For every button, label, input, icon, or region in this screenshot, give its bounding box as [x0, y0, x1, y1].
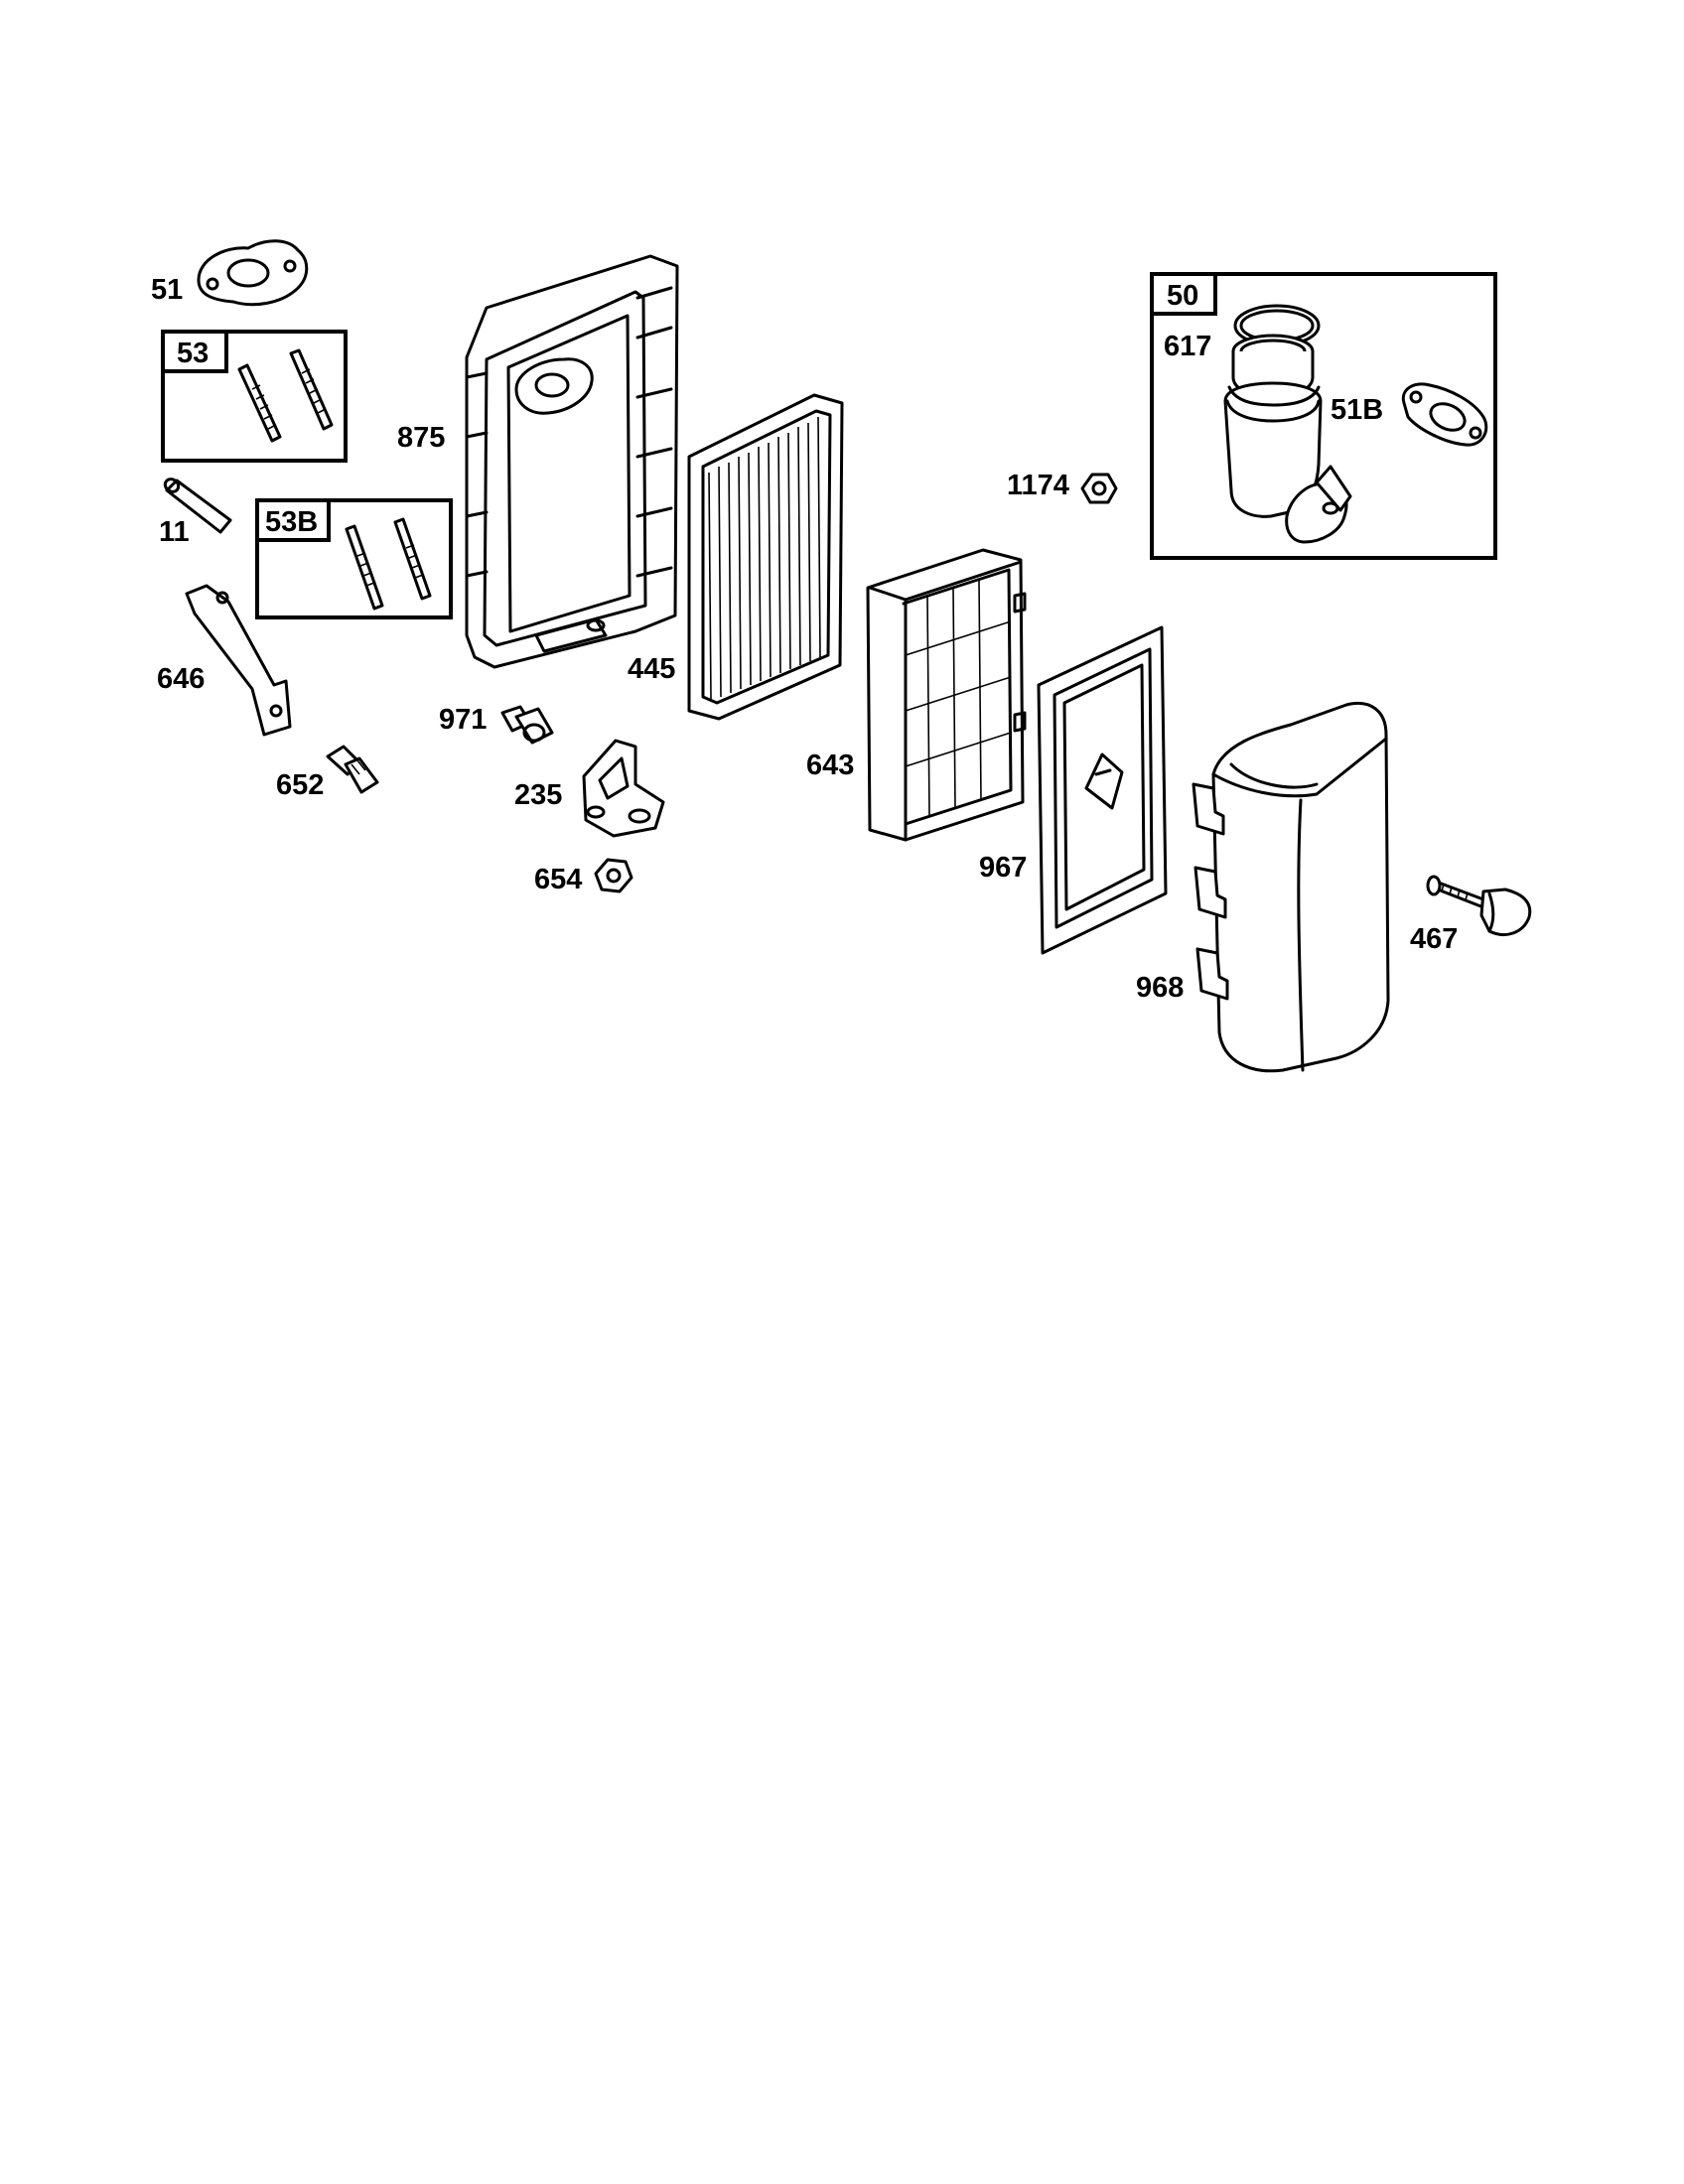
part-label-967: 967 [979, 852, 1027, 884]
part-label-968: 968 [1136, 972, 1184, 1004]
part-label-654: 654 [534, 864, 582, 895]
bracket-646-drawing [185, 584, 292, 737]
part-label-51b: 51B [1331, 394, 1383, 426]
part-label-467: 467 [1410, 923, 1458, 955]
sleeve-11-drawing [163, 478, 232, 534]
kit-number-box-53b [255, 498, 331, 542]
part-label-11: 11 [159, 516, 190, 548]
knob-467-drawing [1426, 875, 1532, 936]
screw-652-drawing [326, 745, 379, 794]
part-label-971: 971 [439, 704, 487, 736]
kit-box-53 [161, 330, 348, 463]
air-cleaner-base-875-drawing [465, 254, 679, 669]
kit-number-box-53 [161, 330, 228, 373]
precleaner-643-drawing [866, 548, 1027, 842]
kit-box-50 [1150, 272, 1497, 560]
gasket-51b-drawing [1401, 382, 1488, 447]
kit-label-50: 50 [1167, 280, 1198, 312]
filter-445-drawing [687, 393, 844, 721]
elbow-50-drawing [1223, 334, 1352, 544]
kit-label-53b: 53B [265, 506, 318, 538]
stud-53-drawing [237, 348, 334, 443]
part-label-51: 51 [151, 274, 183, 306]
kit-box-53b [255, 498, 453, 619]
part-label-646: 646 [157, 663, 205, 695]
gasket-51-drawing [197, 239, 309, 307]
gasket-967-drawing [1037, 625, 1168, 955]
part-label-1174: 1174 [1007, 470, 1069, 501]
nut-1174-drawing [1080, 473, 1118, 504]
part-label-617: 617 [1164, 331, 1211, 362]
part-label-445: 445 [628, 653, 675, 685]
kit-label-53: 53 [177, 338, 209, 369]
kit-number-box-50 [1150, 272, 1217, 316]
nut-654-drawing [594, 858, 633, 893]
part-label-235: 235 [514, 779, 562, 811]
bracket-235-drawing [582, 739, 665, 838]
screw-971-drawing [500, 705, 554, 745]
stud-53b-drawing [345, 517, 432, 611]
part-label-643: 643 [806, 750, 854, 781]
cover-968-drawing [1192, 702, 1390, 1073]
part-label-875: 875 [397, 422, 445, 454]
part-label-652: 652 [276, 769, 324, 801]
